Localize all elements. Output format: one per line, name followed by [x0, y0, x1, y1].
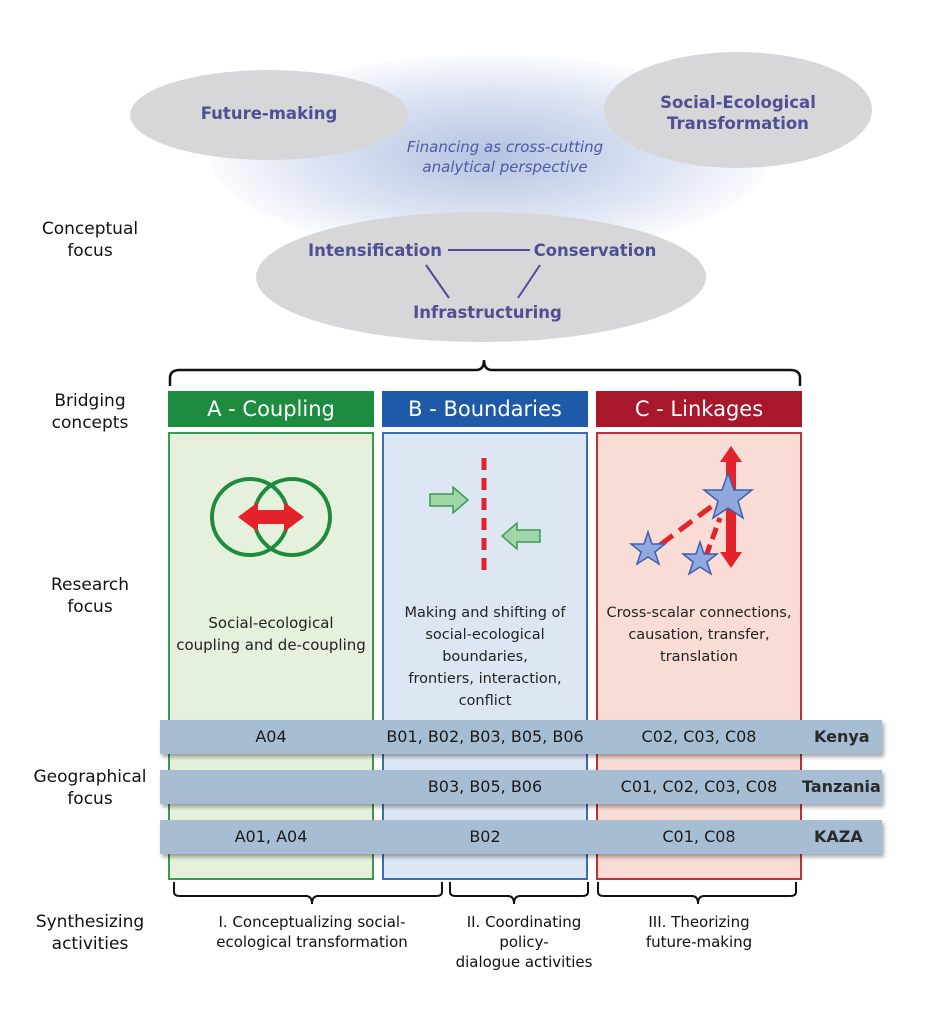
intensification-label: Intensification: [308, 241, 442, 260]
tanzania-b-projects: B03, B05, B06: [427, 777, 543, 796]
coupling-circles-icon: [210, 477, 332, 557]
synthesizing-activity-2: II. Coordinating policy- dialogue activi…: [455, 913, 593, 971]
row-label-synthesizing-activities: Synthesizing activities: [35, 912, 145, 954]
synthesizing-activity-3: III. Theorizing future-making: [645, 913, 753, 951]
geo-name-kaza: KAZA: [814, 827, 863, 846]
geo-name-kenya: Kenya: [814, 727, 870, 746]
future-making-label: Future-making: [200, 104, 338, 123]
kenya-c-projects: C02, C03, C08: [641, 727, 757, 746]
geo-name-tanzania: Tanzania: [802, 777, 881, 796]
social-ecological-transformation-label: Social-Ecological Transformation: [660, 93, 816, 133]
conservation-label: Conservation: [533, 241, 657, 260]
research-text-c: Cross-scalar connections, causation, tra…: [606, 605, 792, 665]
panel-a-coupling: [168, 432, 374, 880]
header-a-label: A - Coupling: [207, 397, 335, 421]
geo-bar-kaza: A01, A04 B02 C01, C08 KAZA: [160, 820, 882, 854]
research-text-a: Social-ecological coupling and de-coupli…: [176, 614, 366, 654]
row-label-geographical-focus: Geographical focus: [33, 767, 147, 809]
header-b-boundaries: B - Boundaries: [382, 391, 588, 427]
geo-bar-tanzania: B03, B05, B06 C01, C02, C03, C08 Tanzani…: [160, 770, 882, 804]
panel-c-linkages: [596, 432, 802, 880]
header-c-linkages: C - Linkages: [596, 391, 802, 427]
kenya-b-projects: B01, B02, B03, B05, B06: [386, 727, 584, 746]
kaza-b-projects: B02: [469, 827, 501, 846]
research-text-b: Making and shifting of social-ecological…: [404, 605, 566, 709]
infrastructuring-label: Infrastructuring: [413, 303, 562, 322]
header-a-coupling: A - Coupling: [168, 391, 374, 427]
geo-bar-kenya: A04 B01, B02, B03, B05, B06 C02, C03, C0…: [160, 720, 882, 754]
row-label-conceptual-focus: Conceptual focus: [41, 219, 139, 261]
synthesizing-activity-1: I. Conceptualizing social- ecological tr…: [216, 913, 408, 951]
linkages-stars-icon: [628, 446, 755, 576]
row-label-research-focus: Research focus: [51, 575, 129, 617]
header-c-label: C - Linkages: [634, 397, 764, 421]
kenya-a-projects: A04: [255, 727, 287, 746]
social-ecological-transformation-ellipse: [604, 52, 872, 168]
tanzania-c-projects: C01, C02, C03, C08: [620, 777, 778, 796]
header-b-label: B - Boundaries: [408, 397, 562, 421]
financing-label: Financing as cross-cutting analytical pe…: [406, 138, 604, 176]
conceptual-focus-ellipse: [256, 212, 706, 342]
row-label-bridging-concepts: Bridging concepts: [51, 391, 129, 433]
future-making-ellipse: [130, 70, 408, 160]
boundary-arrows-icon: [429, 458, 541, 575]
kaza-c-projects: C01, C08: [662, 827, 736, 846]
kaza-a-projects: A01, A04: [234, 827, 308, 846]
